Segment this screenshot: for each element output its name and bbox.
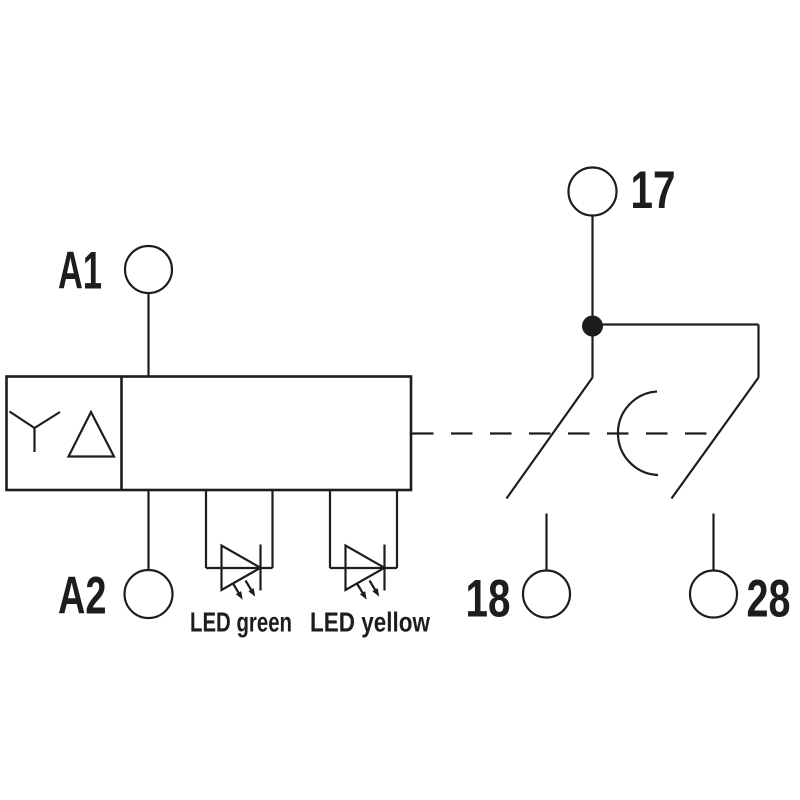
terminal-a2-label: A2	[58, 567, 107, 626]
led-green-label: LED green	[190, 607, 292, 638]
led-yellow-label: LED yellow	[310, 607, 430, 638]
led-light-arrow-icon	[356, 582, 367, 600]
terminal-18-label: 18	[466, 570, 511, 629]
contact1-blade	[505, 376, 594, 500]
terminal-28-label: 28	[747, 570, 791, 629]
led-diode-triangle-icon	[220, 543, 263, 592]
terminal-28-circle	[688, 569, 739, 619]
delta-triangle-icon	[66, 409, 116, 458]
led-light-arrow-icon	[244, 579, 256, 597]
relay-body-outline	[5, 375, 413, 492]
led-diode-triangle-icon	[344, 543, 387, 592]
led-light-arrow-icon	[232, 582, 243, 600]
terminal-a2-circle	[123, 568, 174, 620]
terminal-a1-circle	[123, 244, 174, 295]
terminal-a1-label: A1	[58, 242, 102, 301]
led-yellow-branch: LED yellow	[310, 490, 430, 638]
coil-section: A1 A2	[5, 242, 413, 626]
star-wye-icon	[8, 410, 61, 452]
junction-dot-icon	[582, 315, 603, 337]
terminal-17-circle	[567, 166, 618, 217]
contact2-blade	[670, 376, 760, 500]
terminal-18-circle	[521, 569, 572, 619]
led-light-arrow-icon	[368, 579, 380, 597]
contact-section: 17 18 28	[412, 161, 791, 629]
led-green-branch: LED green	[190, 490, 292, 638]
terminal-17-label: 17	[631, 161, 676, 220]
